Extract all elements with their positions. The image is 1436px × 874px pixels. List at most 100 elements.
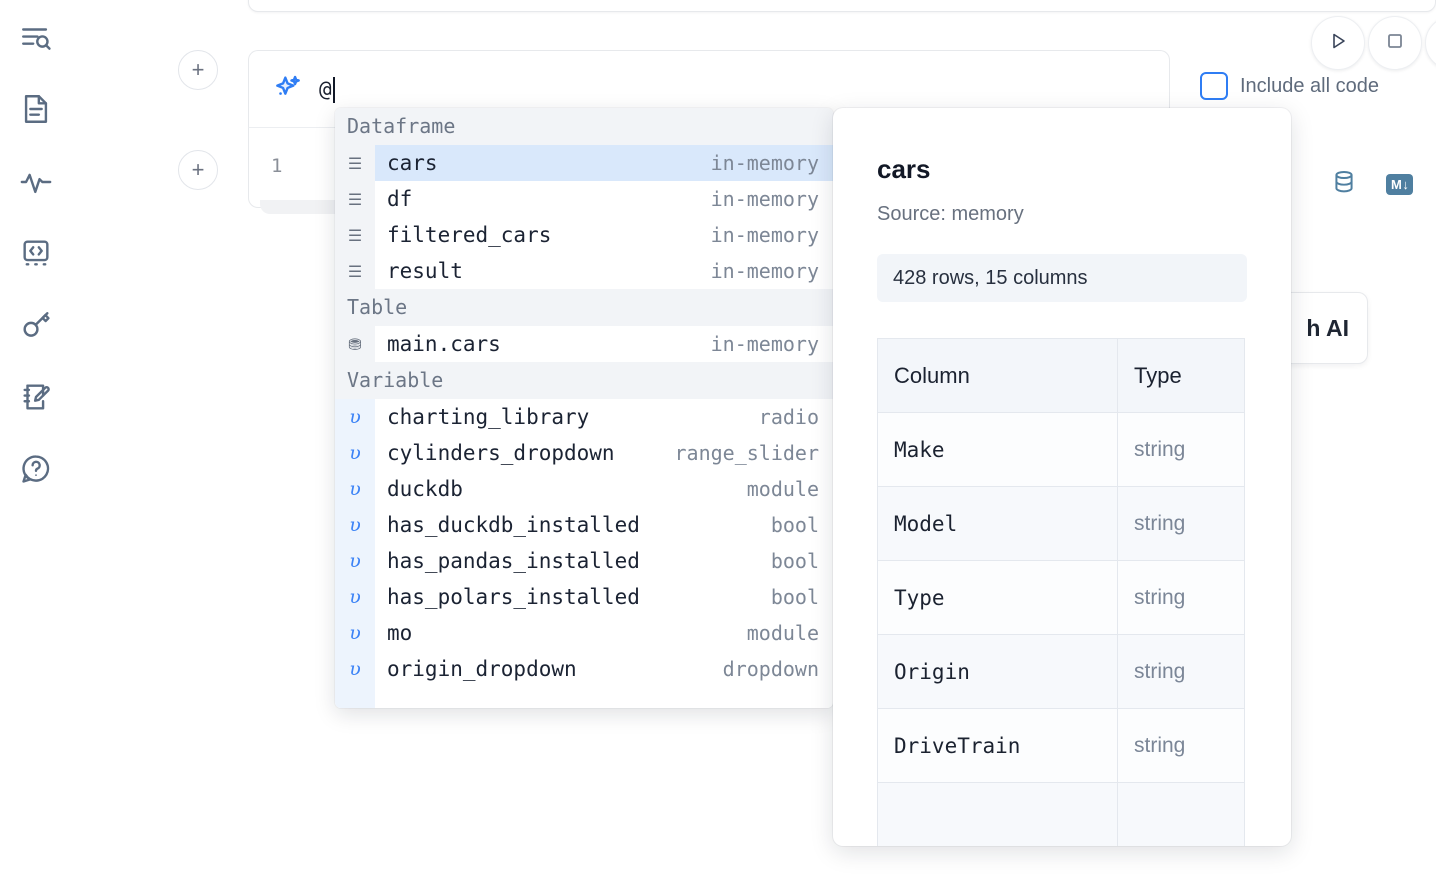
stop-icon [1383, 29, 1407, 58]
autocomplete-item-content: filtered_cars in-memory [375, 217, 833, 253]
sidebar-item-activity[interactable] [14, 160, 58, 204]
dataframe-icon: ☰ [335, 217, 375, 253]
variable-icon: υ [335, 579, 375, 615]
variable-icon [335, 687, 375, 708]
run-button[interactable] [1311, 16, 1365, 70]
dataframe-icon: ☰ [335, 253, 375, 289]
outline-search-icon [19, 21, 53, 55]
cell-action-icons: M↓ [1330, 168, 1414, 201]
sidebar-item-notebook[interactable] [14, 87, 58, 131]
more-actions-button[interactable] [1425, 16, 1436, 70]
variable-icon: υ [335, 507, 375, 543]
autocomplete-item-name: has_pandas_installed [387, 549, 640, 573]
table-database-icon: ⛃ [335, 326, 375, 362]
include-all-code-row[interactable]: Include all code [1200, 72, 1379, 100]
sparkles-icon [271, 72, 305, 106]
variable-icon: υ [335, 471, 375, 507]
table-cell-type: string [1117, 634, 1245, 709]
sidebar-item-scratchpad[interactable] [14, 375, 58, 419]
sidebar-item-help[interactable] [14, 447, 58, 491]
sidebar-item-secrets[interactable] [14, 303, 58, 347]
table-cell-type: string [1117, 708, 1245, 783]
sidebar-item-snippets[interactable] [14, 231, 58, 275]
stop-button[interactable] [1368, 16, 1422, 70]
autocomplete-section-header: Variable [335, 362, 833, 399]
markdown-badge-arrow: ↓ [1402, 177, 1409, 192]
autocomplete-item-name: main.cars [387, 332, 501, 356]
variable-icon: υ [335, 651, 375, 687]
table-cell-type: string [1117, 412, 1245, 487]
autocomplete-item[interactable]: υ has_pandas_installed bool [335, 543, 833, 579]
preview-stats-badge: 428 rows, 15 columns [877, 254, 1247, 302]
autocomplete-item-meta: in-memory [710, 332, 819, 356]
autocomplete-item-meta: bool [770, 549, 819, 573]
autocomplete-item-name: has_polars_installed [387, 585, 640, 609]
variable-icon: υ [335, 435, 375, 471]
code-snippet-icon [19, 236, 53, 270]
previous-cell [248, 0, 1436, 12]
autocomplete-item-clipped[interactable] [335, 687, 833, 708]
autocomplete-item-meta: in-memory [710, 187, 819, 211]
column-header-column: Column [877, 338, 1118, 413]
variable-icon: υ [335, 543, 375, 579]
table-cell-column: DriveTrain [877, 708, 1118, 783]
autocomplete-section-header: Dataframe [335, 108, 833, 145]
dataframe-icon: ☰ [335, 181, 375, 217]
table-row-clipped [877, 782, 1245, 846]
autocomplete-item-meta: bool [770, 513, 819, 537]
autocomplete-item-meta: bool [770, 585, 819, 609]
autocomplete-item-content: has_polars_installed bool [375, 579, 833, 615]
ai-prompt-input[interactable]: @ [319, 69, 1169, 109]
autocomplete-item-name: duckdb [387, 477, 463, 501]
autocomplete-item[interactable]: ☰ filtered_cars in-memory [335, 217, 833, 253]
autocomplete-item-meta: dropdown [722, 657, 819, 681]
markdown-badge-letter: M [1391, 177, 1402, 192]
autocomplete-item-name: cylinders_dropdown [387, 441, 615, 465]
autocomplete-item-name: result [387, 259, 463, 283]
left-sidebar [0, 0, 72, 874]
table-cell-column [877, 782, 1118, 846]
include-all-code-checkbox[interactable] [1200, 72, 1228, 100]
autocomplete-item-content: has_pandas_installed bool [375, 543, 833, 579]
activity-icon [19, 165, 53, 199]
database-icon[interactable] [1330, 168, 1358, 201]
help-chat-icon [19, 452, 53, 486]
table-cell-type: string [1117, 486, 1245, 561]
autocomplete-item-name: mo [387, 621, 413, 645]
scratchpad-icon [19, 380, 53, 414]
sidebar-item-outline[interactable] [14, 16, 58, 60]
add-cell-button-top[interactable]: + [178, 50, 218, 90]
autocomplete-item[interactable]: υ has_polars_installed bool [335, 579, 833, 615]
autocomplete-item[interactable]: ⛃ main.cars in-memory [335, 326, 833, 362]
table-cell-column: Type [877, 560, 1118, 635]
autocomplete-item-name: df [387, 187, 413, 211]
dataset-preview-panel: cars Source: memory 428 rows, 15 columns… [833, 108, 1291, 846]
table-cell-column: Make [877, 412, 1118, 487]
autocomplete-item-name: filtered_cars [387, 223, 552, 247]
include-all-code-label: Include all code [1240, 74, 1379, 97]
autocomplete-item[interactable]: ☰ df in-memory [335, 181, 833, 217]
autocomplete-item-content: main.cars in-memory [375, 326, 833, 362]
preview-title: cars [877, 154, 931, 184]
autocomplete-item-meta: in-memory [710, 223, 819, 247]
markdown-icon[interactable]: M↓ [1386, 174, 1414, 195]
autocomplete-section-header: Table [335, 289, 833, 326]
add-cell-button-bottom[interactable]: + [178, 150, 218, 190]
